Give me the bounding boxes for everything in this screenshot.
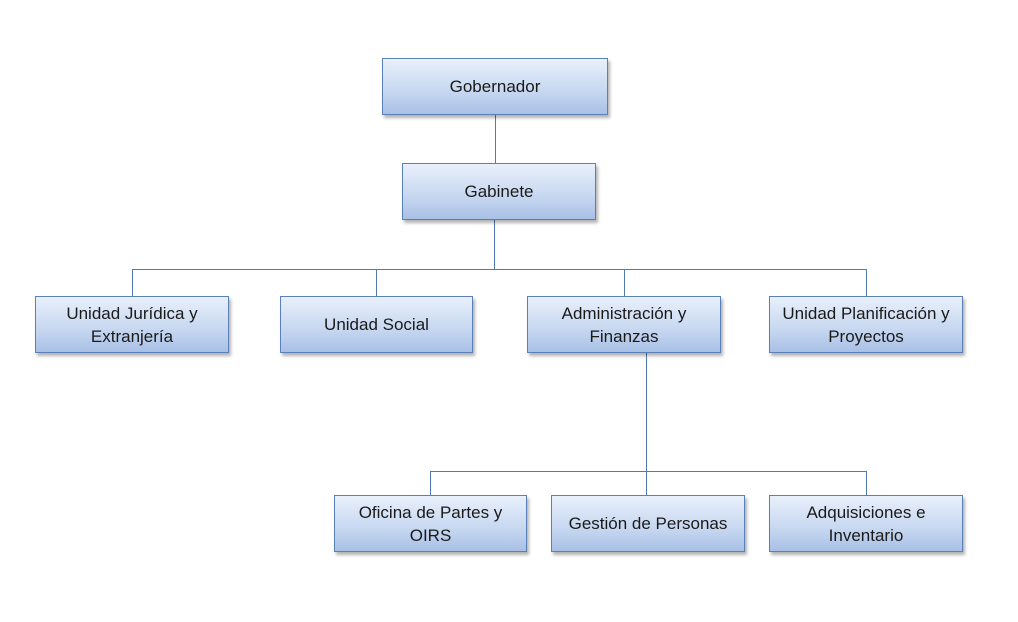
node-gobernador-label: Gobernador — [449, 77, 541, 96]
node-unidad-planificacion: Unidad Planificación y Proyectos — [769, 296, 963, 353]
node-administracion-finanzas-label: Administración y Finanzas — [561, 303, 687, 346]
node-gabinete-label: Gabinete — [464, 182, 534, 201]
node-unidad-juridica: Unidad Jurídica y Extranjería — [35, 296, 229, 353]
node-adquisiciones-inventario-label: Adquisiciones e Inventario — [806, 502, 926, 545]
node-gestion-personas: Gestión de Personas — [551, 495, 745, 552]
node-unidad-juridica-label: Unidad Jurídica y Extranjería — [66, 303, 198, 346]
node-adquisiciones-inventario: Adquisiciones e Inventario — [769, 495, 963, 552]
node-administracion-finanzas: Administración y Finanzas — [527, 296, 721, 353]
node-unidad-planificacion-label: Unidad Planificación y Proyectos — [782, 303, 950, 346]
node-gestion-personas-label: Gestión de Personas — [568, 514, 728, 533]
node-oficina-partes: Oficina de Partes y OIRS — [334, 495, 527, 552]
node-unidad-social-label: Unidad Social — [324, 315, 429, 334]
node-gabinete: Gabinete — [402, 163, 596, 220]
node-unidad-social: Unidad Social — [280, 296, 473, 353]
node-oficina-partes-label: Oficina de Partes y OIRS — [358, 502, 503, 545]
node-gobernador: Gobernador — [382, 58, 608, 115]
